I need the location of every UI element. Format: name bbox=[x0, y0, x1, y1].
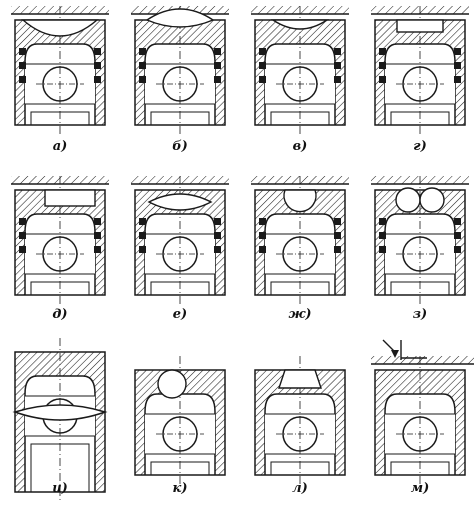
panel-k: к) bbox=[134, 356, 226, 496]
panel-m: м) bbox=[371, 339, 474, 496]
panel-label: е) bbox=[173, 307, 187, 322]
panel-label: в) bbox=[293, 139, 308, 154]
panel-label: д) bbox=[52, 307, 67, 322]
panel-label: б) bbox=[172, 139, 188, 154]
panel-label: ж) bbox=[288, 307, 311, 322]
panel-v: в) bbox=[251, 6, 349, 154]
panel-z: з) bbox=[371, 176, 469, 322]
panel-label: а) bbox=[53, 139, 68, 154]
panel-b: б) bbox=[131, 6, 229, 154]
panel-label: м) bbox=[411, 481, 430, 496]
panel-label: и) bbox=[52, 481, 68, 496]
panel-i: и) bbox=[12, 338, 108, 502]
panel-a: а) bbox=[11, 6, 109, 154]
panel-label: г) bbox=[413, 139, 426, 154]
panel-l: л) bbox=[254, 356, 346, 496]
panel-label: л) bbox=[292, 481, 308, 496]
panel-label: з) bbox=[413, 307, 427, 322]
panel-e: е) bbox=[131, 176, 229, 322]
panel-zh: ж) bbox=[251, 176, 349, 322]
panel-d: д) bbox=[11, 176, 109, 322]
panel-g: г) bbox=[371, 6, 469, 154]
panel-label: к) bbox=[173, 481, 188, 496]
